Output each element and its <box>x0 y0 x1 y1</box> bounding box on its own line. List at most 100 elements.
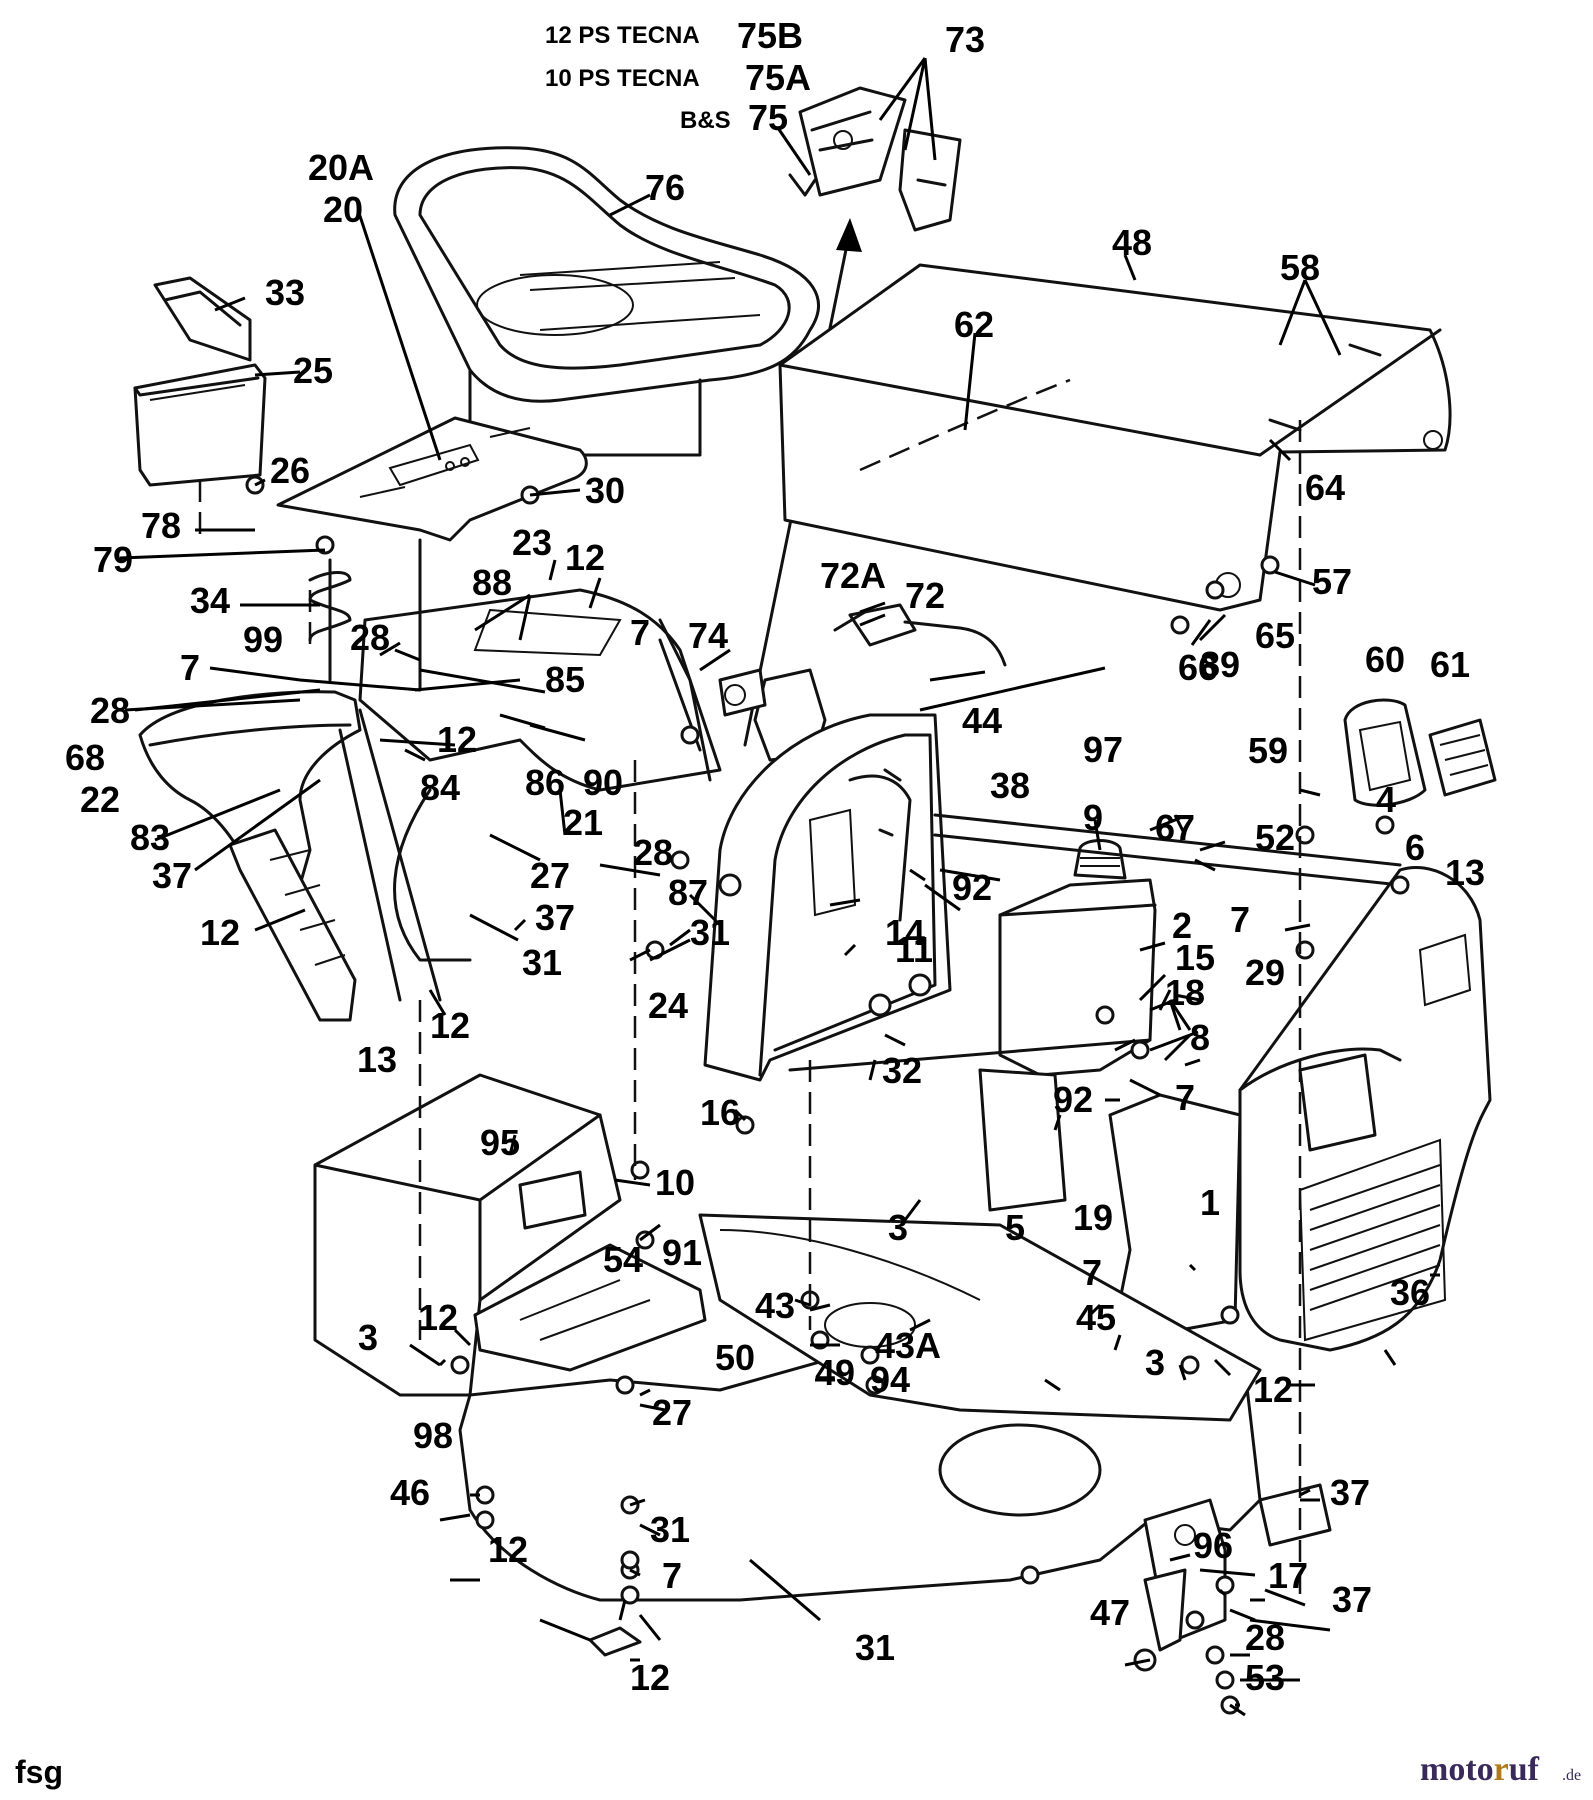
callout-label: 99 <box>243 619 283 660</box>
callout-label: 18 <box>1165 972 1205 1013</box>
callout-label: 73 <box>945 19 985 60</box>
callout-label: 20 <box>323 189 363 230</box>
callout-label: 57 <box>1312 561 1352 602</box>
callout-label: 37 <box>535 897 575 938</box>
callout-label: 67 <box>1155 807 1195 848</box>
header-line2-part: 75A <box>745 57 811 98</box>
watermark-suffix: .de <box>1562 1767 1581 1784</box>
callout-label: 7 <box>1230 899 1250 940</box>
callout-label: 78 <box>141 505 181 546</box>
callout-label: 33 <box>265 272 305 313</box>
callout-label: 36 <box>1390 1272 1430 1313</box>
part-front-cowl <box>1238 865 1492 1352</box>
callout-label: 26 <box>270 450 310 491</box>
callout-label: 96 <box>1193 1525 1233 1566</box>
callout-label: 72A <box>820 555 886 596</box>
part-footplate <box>473 1243 707 1372</box>
callout-label: 88 <box>472 562 512 603</box>
part-front-bracket <box>1108 1093 1242 1332</box>
callout-label: 92 <box>952 867 992 908</box>
callout-label: 76 <box>645 167 685 208</box>
callout-label: 11 <box>895 929 933 970</box>
callout-label: 65 <box>1255 615 1295 656</box>
callout-label: 25 <box>293 350 333 391</box>
callout-label: 46 <box>390 1472 430 1513</box>
leader-lines <box>119 57 1440 1717</box>
callout-label: 59 <box>1248 730 1288 771</box>
callout-label: 49 <box>815 1352 855 1393</box>
part-seat-plate <box>276 416 588 542</box>
callout-label: 72 <box>905 575 945 616</box>
part-hood-panel <box>778 263 1452 612</box>
callout-label: 92 <box>1053 1079 1093 1120</box>
footer: fsg motoruf .de <box>15 1751 1581 1790</box>
callout-label: 14 <box>885 912 925 953</box>
callout-label: 5 <box>1005 1207 1025 1248</box>
callout-label: 28 <box>633 832 673 873</box>
callout-label: 17 <box>1268 1555 1308 1596</box>
header-line1-part: 75B <box>737 15 803 56</box>
callout-label: 53 <box>1245 1657 1285 1698</box>
callout-label: 60 <box>1365 639 1405 680</box>
part-ignition-switch <box>833 603 1007 667</box>
model-header: 12 PS TECNA 75B 10 PS TECNA 75A B&S 75 <box>545 15 811 138</box>
header-line1-model: 12 PS TECNA <box>545 22 700 49</box>
callout-label: 10 <box>655 1162 695 1203</box>
callout-label: 12 <box>565 537 605 578</box>
callout-label: 23 <box>512 522 552 563</box>
callout-label: 68 <box>65 737 105 778</box>
callout-label: 90 <box>583 762 623 803</box>
header-line3-model: B&S <box>680 107 731 134</box>
callout-label: 1 <box>1200 1182 1220 1223</box>
header-line2-model: 10 PS TECNA <box>545 65 700 92</box>
callout-label: 27 <box>530 855 570 896</box>
part-fasteners <box>245 475 1410 1715</box>
callout-label: 3 <box>888 1207 908 1248</box>
callout-label: 3 <box>358 1317 378 1358</box>
callout-label: 22 <box>80 779 120 820</box>
part-frame-rail <box>788 813 1402 1072</box>
callout-label: 50 <box>715 1337 755 1378</box>
part-rear-box <box>313 1073 622 1397</box>
callout-label: 34 <box>190 580 230 621</box>
callout-label: 27 <box>652 1392 692 1433</box>
callout-label: 6 <box>1405 827 1425 868</box>
watermark-logo: motoruf .de <box>1420 1751 1581 1788</box>
callout-label: 30 <box>585 470 625 511</box>
callout-label: 3 <box>1145 1342 1165 1383</box>
callout-label: 95 <box>480 1122 520 1163</box>
callout-labels: 73 76 20A 20 48 58 33 25 62 26 30 64 78 … <box>65 19 1485 1698</box>
part-fender-left <box>138 690 362 1022</box>
callout-label: 79 <box>93 539 133 580</box>
callout-label: 13 <box>357 1039 397 1080</box>
callout-label: 12 <box>430 1005 470 1046</box>
callout-label: 31 <box>650 1509 690 1550</box>
callout-label: 85 <box>545 659 585 700</box>
part-light-frame <box>1343 698 1497 807</box>
callout-label: 28 <box>1245 1617 1285 1658</box>
callout-label: 37 <box>1332 1579 1372 1620</box>
callout-label: 54 <box>603 1239 643 1280</box>
callout-label: 12 <box>200 912 240 953</box>
callout-label: 24 <box>648 985 688 1026</box>
callout-label: 47 <box>1090 1592 1130 1633</box>
callout-label: 83 <box>130 817 170 858</box>
callout-label: 20A <box>308 147 374 188</box>
callout-label: 94 <box>870 1359 910 1400</box>
callout-label: 61 <box>1430 644 1470 685</box>
callout-label: 45 <box>1076 1297 1116 1338</box>
callout-label: 52 <box>1255 817 1295 858</box>
footer-code: fsg <box>15 1754 63 1790</box>
callout-label: 74 <box>688 615 728 656</box>
part-small-bracket <box>588 1626 642 1657</box>
callout-label: 12 <box>1253 1369 1293 1410</box>
callout-label: 15 <box>1175 937 1215 978</box>
callout-label: 98 <box>413 1415 453 1456</box>
callout-label: 21 <box>563 802 603 843</box>
callout-label: 7 <box>630 612 650 653</box>
callout-label: 89 <box>1200 644 1240 685</box>
callout-label: 44 <box>962 700 1002 741</box>
callout-label: 7 <box>662 1555 682 1596</box>
part-lower-frame <box>458 1213 1262 1602</box>
